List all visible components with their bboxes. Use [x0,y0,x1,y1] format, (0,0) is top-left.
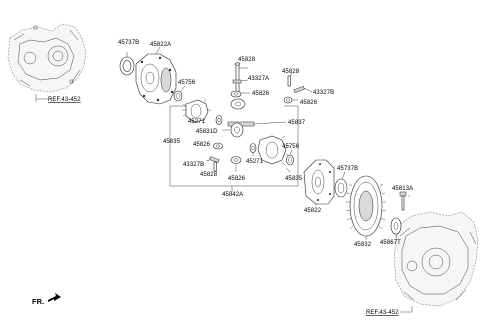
label-45826-right: 45826 [300,100,318,106]
transaxle-case-bottom [393,211,479,312]
washer-45826-top [230,90,250,98]
pinion-gear-cluster [227,98,287,138]
label-45813a: 45813A [392,186,413,192]
label-45737b-right: 45737B [337,166,358,172]
label-45756-top: 45756 [178,80,196,86]
ref-label-top[interactable]: REF.43-452 [48,97,81,103]
bolt-45813a [399,191,410,211]
label-45828-right: 45828 [282,69,300,75]
front-direction-indicator: FR. [32,293,61,306]
pin-43327b-right [293,86,313,93]
bearing-45737b-top [119,52,135,76]
label-45271-bottom: 45271 [246,159,264,165]
label-45828-mid: 45828 [238,57,256,63]
assembly-bracket [169,105,299,192]
label-45826-bottom: 45826 [228,176,246,182]
label-45822a: 45822A [150,42,171,48]
differential-case-45822 [303,159,335,206]
washer-45826-left [213,142,223,150]
washer-45867t [390,217,402,238]
pin-45828-left [213,161,217,172]
label-45867t: 45867T [380,240,401,246]
washer-45826-bottom [230,156,242,172]
label-45828-left: 45828 [200,172,218,178]
washer-45271-top [215,115,223,125]
label-43327b-right: 43327B [313,90,334,96]
front-label: FR. [32,297,44,306]
label-45756-right: 45756 [282,144,300,150]
pinion-shaft-45828 [234,62,248,95]
differential-case-45822a [135,46,177,105]
pin-43327a [232,79,249,84]
label-45826-left: 45826 [193,142,211,148]
label-45842a: 45842A [222,192,243,198]
label-45822: 45822 [304,208,322,214]
side-gear-45835-left [182,98,211,123]
washer-45271-bottom [249,143,257,156]
washer-45756-top [173,85,186,102]
transaxle-case-top [7,23,87,102]
front-arrow-icon [48,293,61,302]
washer-45756-right [286,149,294,166]
label-43327a: 43327A [248,76,269,82]
ref-label-bottom[interactable]: REF.43-452 [366,310,399,316]
label-45737b-top: 45737B [118,40,139,46]
pin-45828-right [287,72,293,87]
label-45832: 45832 [354,242,372,248]
label-45835-left: 45835 [163,139,181,145]
pin-43327b-left [205,156,220,163]
label-45826-top: 45826 [252,91,270,97]
label-45271-top: 45271 [188,119,206,125]
washer-45826-right [283,96,298,104]
label-43327b-left: 43327B [183,162,204,168]
side-gear-45835-right [257,135,291,173]
label-45835-right: 45835 [285,176,303,182]
ring-gear-45832 [345,175,387,240]
label-45837: 45837 [288,120,306,126]
bearing-45737b-right [334,171,348,198]
label-45831d: 45831D [196,129,218,135]
